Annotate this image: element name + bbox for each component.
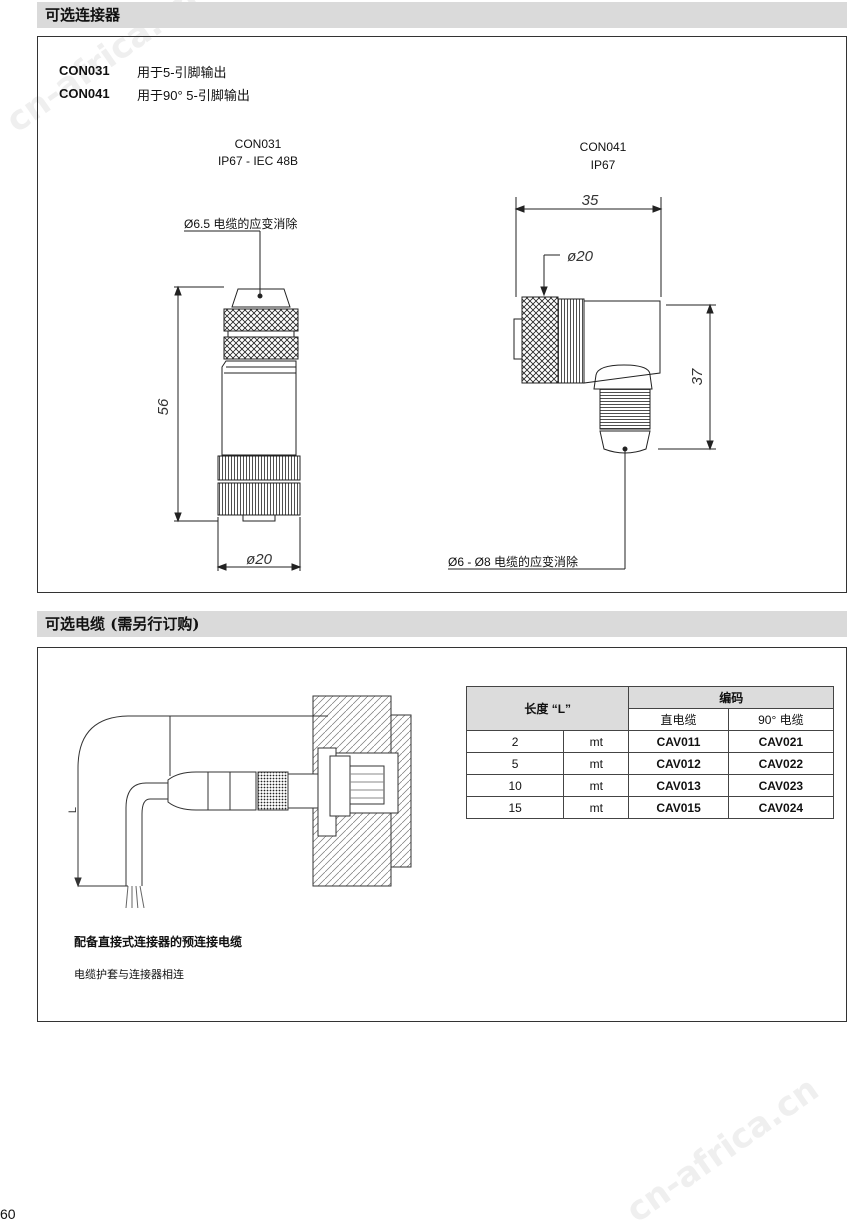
straight-code-cell: CAV013 xyxy=(628,774,729,797)
unit-cell: mt xyxy=(563,774,630,797)
length-cell: 5 xyxy=(465,752,565,775)
cable-note: Ø6 - Ø8 电缆的应变消除 xyxy=(448,555,579,569)
straight-code-cell: CAV012 xyxy=(628,752,729,775)
dim-length-label: L xyxy=(67,807,79,813)
unit-cell: mt xyxy=(563,752,630,775)
angled-code-cell: CAV021 xyxy=(727,730,835,753)
table-row: 15 mt CAV015 CAV024 xyxy=(465,796,835,819)
watermark-bottom: cn-africa.cn xyxy=(618,1069,827,1231)
cable-code-table: 长度 “L” 编码 直电缆 90° 电缆 2 mt CAV011 CAV021 … xyxy=(465,686,835,819)
cable-note: Ø6.5 电缆的应变消除 xyxy=(184,217,298,231)
angled-header: 90° 电缆 xyxy=(727,708,835,731)
section-header-cables: 可选电缆 (需另行订购) xyxy=(37,611,847,637)
cable-caption-title: 配备直接式连接器的预连接电缆 xyxy=(74,935,243,949)
dim-height: 37 xyxy=(689,368,706,385)
dim-diameter: ø20 xyxy=(567,248,594,265)
item-code: CON031 xyxy=(59,63,110,78)
item-desc: 用于90° 5-引脚输出 xyxy=(137,88,250,103)
cable-drawing: L xyxy=(67,695,412,908)
angled-code-cell: CAV024 xyxy=(727,796,835,819)
dim-width: 35 xyxy=(582,192,599,209)
section-header-connectors: 可选连接器 xyxy=(37,2,847,28)
drawing-spec: IP67 - IEC 48B xyxy=(217,154,299,168)
drawing-name: CON041 xyxy=(579,140,627,154)
length-cell: 15 xyxy=(465,796,565,819)
straight-header: 直电缆 xyxy=(628,708,729,731)
dim-diameter: ø20 xyxy=(246,551,273,568)
table-row: 2 mt CAV011 CAV021 xyxy=(465,730,835,753)
item-code: CON041 xyxy=(59,86,110,101)
table-row: 10 mt CAV013 CAV023 xyxy=(465,774,835,797)
length-cell: 2 xyxy=(465,730,565,753)
straight-code-cell: CAV015 xyxy=(628,796,729,819)
dim-height: 56 xyxy=(155,398,172,415)
cables-panel: L 配备直接式连接器的预连接电缆 电缆护套与连接器相连 长度 “L” 编码 直电… xyxy=(37,647,847,1022)
cable-caption-text: 电缆护套与连接器相连 xyxy=(74,969,184,981)
length-header: 长度 “L” xyxy=(465,686,630,731)
angled-code-cell: CAV022 xyxy=(727,752,835,775)
unit-cell: mt xyxy=(563,730,630,753)
angled-code-cell: CAV023 xyxy=(727,774,835,797)
code-header: 编码 xyxy=(628,686,834,709)
unit-cell: mt xyxy=(563,796,630,819)
connectors-panel: CON031 用于5-引脚输出 CON041 用于90° 5-引脚输出 CON0… xyxy=(37,36,847,593)
page-number: 60 xyxy=(0,1206,16,1222)
connector-drawings: 56 ø20 xyxy=(155,192,716,571)
drawing-spec: IP67 xyxy=(590,158,616,172)
table-row: 5 mt CAV012 CAV022 xyxy=(465,752,835,775)
drawing-name: CON031 xyxy=(234,137,282,151)
length-cell: 10 xyxy=(465,774,565,797)
straight-code-cell: CAV011 xyxy=(628,730,729,753)
item-desc: 用于5-引脚输出 xyxy=(137,65,227,80)
